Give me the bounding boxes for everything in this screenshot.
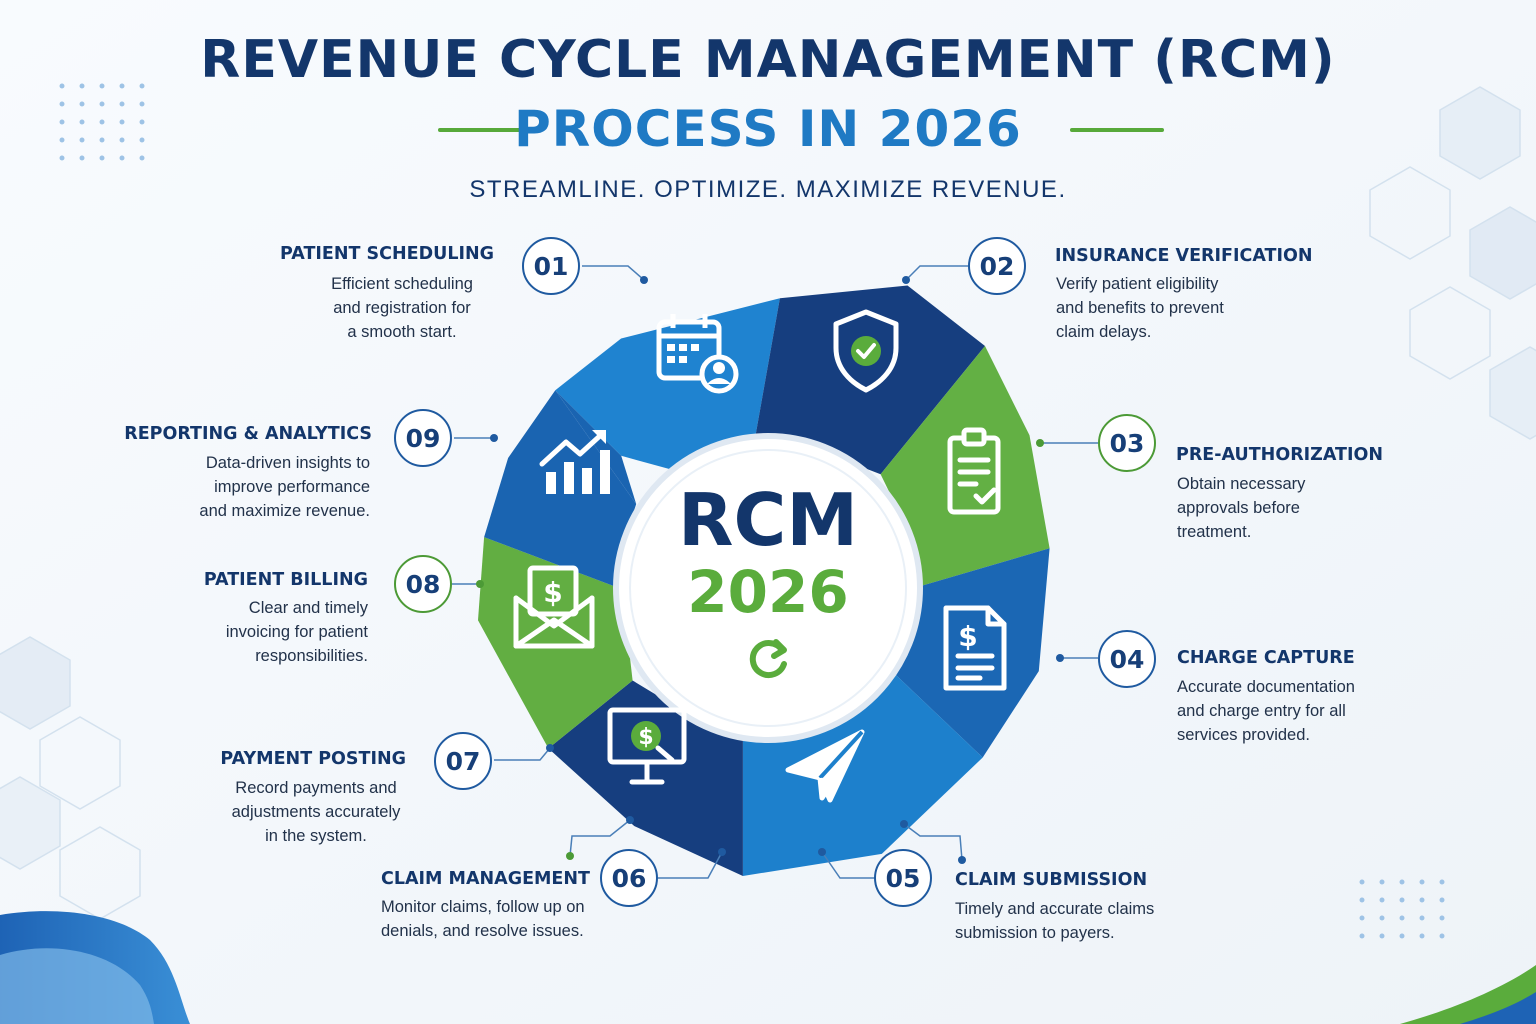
step-number-04: 04	[1098, 630, 1156, 688]
step-number-01: 01	[522, 237, 580, 295]
step-title-05: CLAIM SUBMISSION	[955, 870, 1148, 890]
step-desc-03: Obtain necessary approvals before treatm…	[1177, 475, 1306, 541]
step-desc-02: Verify patient eligibility and benefits …	[1056, 275, 1224, 341]
step-title-06: CLAIM MANAGEMENT	[381, 869, 590, 889]
wave-bottom-left-light	[0, 948, 154, 1024]
step-title-03: PRE-AUTHORIZATION	[1176, 445, 1384, 465]
calendar-user-icon	[656, 314, 739, 394]
step-desc-04: Accurate documentation and charge entry …	[1177, 678, 1355, 744]
wheel-segment-03	[880, 346, 1050, 588]
step-desc-07: Record payments and adjustments accurate…	[231, 779, 401, 845]
step-desc-06: Monitor claims, follow up on denials, an…	[381, 898, 585, 940]
bar-chart-growth-icon	[539, 430, 610, 494]
step-desc-08: Clear and timely invoicing for patient r…	[225, 599, 368, 665]
wave-bottom-right-blue	[1460, 992, 1536, 1024]
page-title-line1: REVENUE CYCLE MANAGEMENT (RCM)	[200, 30, 1336, 90]
step-title-07: PAYMENT POSTING	[220, 749, 406, 769]
step-desc-09: Data-driven insights to improve performa…	[199, 454, 370, 520]
monitor-dollar-icon: $	[607, 707, 687, 785]
wheel-segment-02	[754, 285, 985, 475]
connector-lines	[452, 265, 1098, 879]
dot-grid-top-left	[59, 83, 145, 161]
step-title-01: PATIENT SCHEDULING	[280, 244, 494, 264]
center-label: RCM	[678, 478, 858, 562]
wheel-segment-09-gap	[555, 390, 637, 504]
invoice-dollar-icon: $	[943, 605, 1007, 691]
wheel-segment-08	[484, 390, 637, 588]
paper-plane-icon	[785, 729, 865, 803]
svg-text:$: $	[958, 620, 977, 653]
tagline: STREAMLINE. OPTIMIZE. MAXIMIZE REVENUE.	[469, 176, 1067, 203]
step-number-02: 02	[968, 237, 1026, 295]
step-number-05: 05	[874, 849, 932, 907]
svg-text:$: $	[638, 725, 653, 750]
wheel-center-disc	[613, 433, 923, 743]
center-year: 2026	[687, 558, 849, 626]
hexagon-pattern-left	[0, 636, 141, 920]
step-number-09: 09	[394, 409, 452, 467]
connector-dots	[476, 276, 1064, 864]
envelope-dollar-icon: $	[513, 565, 595, 649]
svg-text:$: $	[543, 576, 562, 609]
wheel-segment-07	[478, 537, 633, 749]
step-desc-05: Timely and accurate claims submission to…	[955, 900, 1155, 942]
shield-check-icon	[833, 309, 899, 393]
step-number-03: 03	[1098, 414, 1156, 472]
step-number-08: 08	[394, 555, 452, 613]
hexagon-pattern-right	[1369, 86, 1536, 440]
step-title-08: PATIENT BILLING	[203, 570, 368, 590]
step-number-07: 07	[434, 732, 492, 790]
step-desc-01: Efficient scheduling and registration fo…	[331, 275, 473, 341]
wheel-segment-01	[555, 298, 780, 472]
clipboard-check-icon	[947, 427, 1001, 515]
page-title-line2: PROCESS IN 2026	[514, 100, 1022, 158]
step-title-09: REPORTING & ANALYTICS	[124, 424, 372, 444]
step-title-02: INSURANCE VERIFICATION	[1055, 246, 1313, 266]
title-divider-right	[1070, 128, 1164, 132]
step-number-06: 06	[600, 849, 658, 907]
wheel-segment-04	[884, 548, 1050, 758]
step-title-04: CHARGE CAPTURE	[1177, 648, 1355, 668]
title-divider-left	[438, 128, 532, 132]
dot-grid-bottom-right	[1359, 879, 1445, 939]
refresh-cycle-icon	[749, 639, 787, 679]
